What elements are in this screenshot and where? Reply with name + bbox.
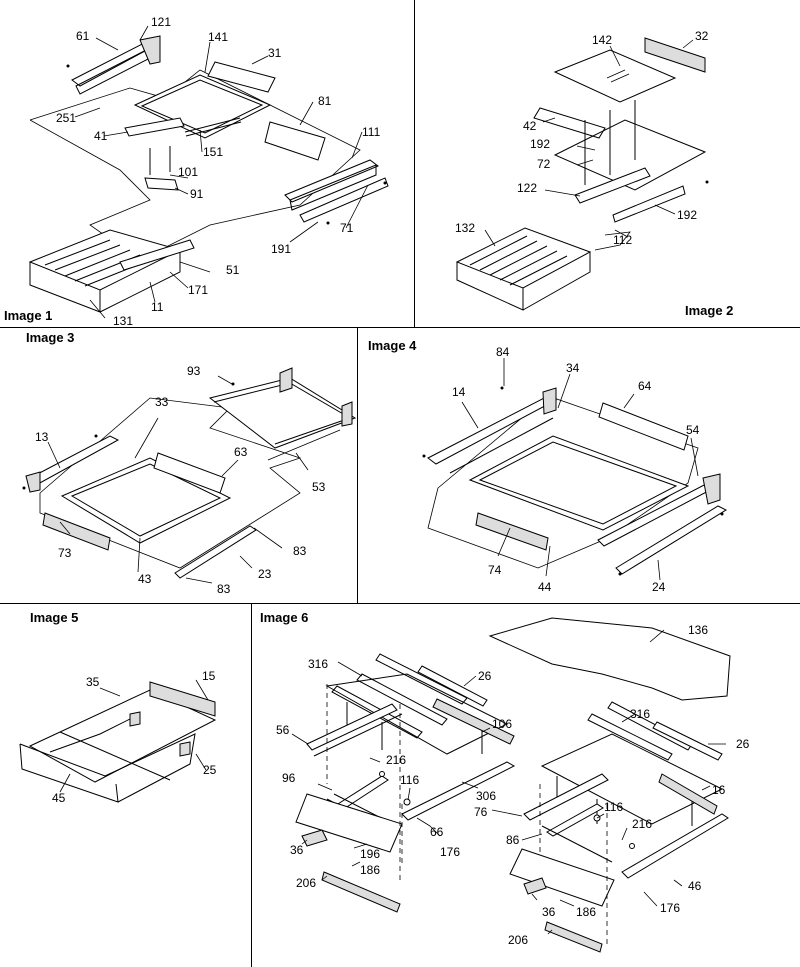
image-4-drawing <box>422 358 728 581</box>
image-6-drawing <box>291 617 731 953</box>
part-label: 93 <box>187 364 201 378</box>
part-label: 33 <box>155 395 169 409</box>
part-label: 64 <box>638 379 652 393</box>
image-3-panel: Image 3 93 33 13 63 53 83 73 43 23 83 <box>0 328 357 603</box>
part-label: 111 <box>362 125 381 139</box>
part-label: 81 <box>318 94 332 108</box>
part-label: 176 <box>660 901 681 915</box>
part-label: 206 <box>296 876 317 890</box>
part-label: 35 <box>86 675 100 689</box>
part-label: 16 <box>712 783 726 797</box>
divider-vertical-bottom <box>251 604 252 967</box>
part-label: 192 <box>530 137 551 151</box>
part-label: 26 <box>478 669 492 683</box>
part-label: 191 <box>271 242 292 256</box>
divider-vertical-top <box>414 0 415 327</box>
part-label: 122 <box>517 181 538 195</box>
image-2-drawing <box>455 37 709 311</box>
part-label: 11 <box>151 300 164 314</box>
part-label: 71 <box>340 221 354 235</box>
part-label: 72 <box>537 157 551 171</box>
part-label: 251 <box>56 111 77 125</box>
part-label: 31 <box>268 46 282 60</box>
image-3-title: Image 3 <box>26 330 75 345</box>
part-label: 23 <box>258 567 272 581</box>
part-label: 83 <box>217 582 231 596</box>
part-label: 43 <box>138 572 152 586</box>
image-4-panel: Image 4 84 34 64 14 54 74 44 24 <box>358 328 800 603</box>
part-label: 34 <box>566 361 580 375</box>
part-label: 106 <box>492 717 513 731</box>
image-5-drawing <box>19 679 217 803</box>
part-label: 151 <box>203 145 224 159</box>
part-label: 86 <box>506 833 520 847</box>
part-label: 24 <box>652 580 666 594</box>
image-5-title: Image 5 <box>30 610 79 625</box>
image-6-title: Image 6 <box>260 610 309 625</box>
part-label: 56 <box>276 723 290 737</box>
part-label: 186 <box>576 905 597 919</box>
part-label: 45 <box>52 791 66 805</box>
part-label: 26 <box>736 737 750 751</box>
part-label: 316 <box>308 657 329 671</box>
image-1-panel: Image 1 61 121 141 31 251 81 41 151 111 … <box>0 0 414 328</box>
part-label: 192 <box>677 208 698 222</box>
part-label: 196 <box>360 847 381 861</box>
divider-horizontal-2 <box>0 603 800 604</box>
part-label: 84 <box>496 345 510 359</box>
part-label: 66 <box>430 825 444 839</box>
part-label: 216 <box>386 753 407 767</box>
part-label: 101 <box>178 165 199 179</box>
part-label: 41 <box>94 129 108 143</box>
divider-horizontal-1 <box>0 327 800 328</box>
part-label: 176 <box>440 845 461 859</box>
image-1-drawing <box>28 25 389 319</box>
part-label: 91 <box>190 187 204 201</box>
part-label: 53 <box>312 480 326 494</box>
part-label: 83 <box>293 544 307 558</box>
part-label: 112 <box>613 233 633 247</box>
part-label: 131 <box>113 314 134 328</box>
part-label: 132 <box>455 221 476 235</box>
image-6-panel: Image 6 136 316 26 56 106 216 96 116 306… <box>252 604 800 967</box>
part-label: 32 <box>695 29 709 43</box>
part-label: 25 <box>203 763 217 777</box>
part-label: 46 <box>688 879 702 893</box>
part-label: 136 <box>688 623 709 637</box>
image-1-title: Image 1 <box>4 308 53 323</box>
image-4-title: Image 4 <box>368 338 417 353</box>
part-label: 42 <box>523 119 537 133</box>
part-label: 51 <box>226 263 240 277</box>
part-label: 74 <box>488 563 502 577</box>
image-2-panel: Image 2 142 32 42 192 72 122 192 132 112 <box>415 0 800 327</box>
part-label: 13 <box>35 430 49 444</box>
part-label: 186 <box>360 863 381 877</box>
part-label: 54 <box>686 423 700 437</box>
part-label: 36 <box>542 905 556 919</box>
part-label: 306 <box>476 789 497 803</box>
part-label: 73 <box>58 546 72 560</box>
part-label: 44 <box>538 580 552 594</box>
part-label: 121 <box>151 15 172 29</box>
part-label: 142 <box>592 33 613 47</box>
image-5-panel: Image 5 35 15 45 25 <box>0 604 251 967</box>
part-label: 63 <box>234 445 248 459</box>
part-label: 316 <box>630 707 651 721</box>
part-label: 116 <box>400 773 420 787</box>
image-3-drawing <box>22 367 357 584</box>
part-label: 216 <box>632 817 653 831</box>
part-label: 76 <box>474 805 488 819</box>
part-label: 61 <box>76 29 90 43</box>
image-2-title: Image 2 <box>685 303 734 318</box>
part-label: 96 <box>282 771 296 785</box>
divider-vertical-middle <box>357 328 358 603</box>
part-label: 116 <box>604 800 624 814</box>
part-label: 141 <box>208 30 229 44</box>
part-label: 36 <box>290 843 304 857</box>
part-label: 171 <box>188 283 209 297</box>
part-label: 206 <box>508 933 529 947</box>
part-label: 14 <box>452 385 466 399</box>
part-label: 15 <box>202 669 216 683</box>
